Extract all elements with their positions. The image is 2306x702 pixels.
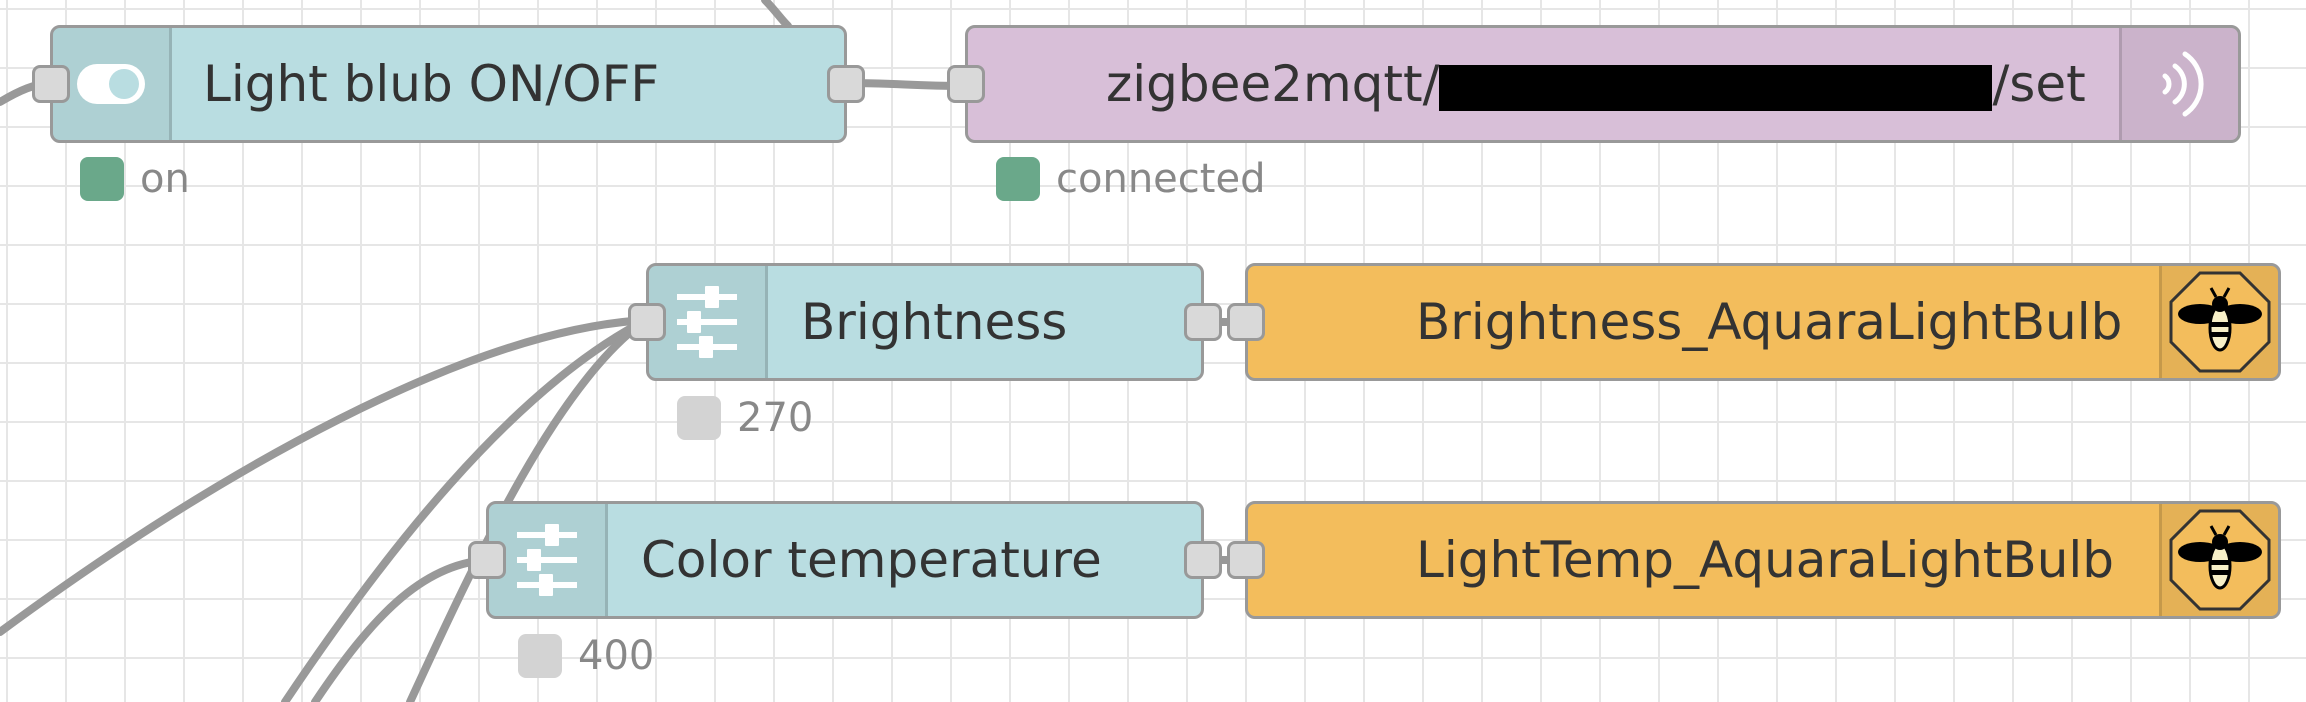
wire-top-curve — [761, 0, 792, 30]
home-assistant-bee-icon — [2169, 509, 2271, 611]
switch-node-input-port[interactable] — [32, 65, 70, 103]
mqtt-topic-suffix: /set — [1992, 55, 2086, 113]
color-temp-node-icon-area — [489, 504, 608, 616]
color-temp-node-output-port[interactable] — [1184, 541, 1222, 579]
color-temp-node-status-text: 400 — [578, 633, 655, 679]
mqtt-out-node-icon-area — [2119, 28, 2238, 140]
switch-node-status: on — [80, 156, 190, 202]
mqtt-out-node-label: zigbee2mqtt/ /set — [1106, 55, 2086, 113]
sliders-icon — [677, 286, 737, 358]
lighttemp-ha-node-icon-area — [2159, 504, 2278, 616]
brightness-node-icon-area — [649, 266, 768, 378]
status-dot — [518, 634, 562, 678]
color-temp-node-status: 400 — [518, 633, 654, 679]
lighttemp-ha-node-label: LightTemp_AquaraLightBulb — [1416, 531, 2115, 589]
wire-left-to-brightness-c — [406, 316, 650, 702]
switch-node-status-text: on — [140, 156, 190, 202]
mqtt-out-node-input-port[interactable] — [947, 65, 985, 103]
brightness-ha-node-input-port[interactable] — [1227, 303, 1265, 341]
status-dot — [996, 157, 1040, 201]
lighttemp-ha-entity-node[interactable]: LightTemp_AquaraLightBulb — [1227, 501, 2281, 619]
redacted-topic-block — [1439, 64, 1993, 111]
switch-node-icon-area — [53, 28, 172, 140]
broadcast-icon — [2162, 51, 2204, 117]
color-temp-node-input-port[interactable] — [468, 541, 506, 579]
brightness-node-input-port[interactable] — [628, 303, 666, 341]
status-dot — [677, 396, 721, 440]
wire-left-to-brightness-b — [281, 316, 650, 702]
brightness-node-status: 270 — [677, 395, 813, 441]
toggle-switch-icon — [77, 64, 145, 104]
brightness-node-output-port[interactable] — [1184, 303, 1222, 341]
home-assistant-bee-icon — [2169, 271, 2271, 373]
brightness-ha-node-icon-area — [2159, 266, 2278, 378]
switch-node[interactable]: Light blub ON/OFF — [32, 25, 865, 143]
brightness-node-label: Brightness — [801, 293, 1068, 351]
brightness-slider-node[interactable]: Brightness — [628, 263, 1222, 381]
lighttemp-ha-node-input-port[interactable] — [1227, 541, 1265, 579]
switch-node-output-port[interactable] — [827, 65, 865, 103]
mqtt-out-node-status: connected — [996, 156, 1265, 202]
wire-left-to-brightness-a — [0, 316, 650, 636]
brightness-node-status-text: 270 — [737, 395, 814, 441]
mqtt-topic-prefix: zigbee2mqtt/ — [1106, 55, 1440, 113]
switch-node-label: Light blub ON/OFF — [203, 55, 660, 113]
mqtt-out-node[interactable]: zigbee2mqtt/ /set — [947, 25, 2241, 143]
brightness-ha-node-label: Brightness_AquaraLightBulb — [1416, 293, 2123, 351]
color-temperature-slider-node[interactable]: Color temperature — [468, 501, 1222, 619]
mqtt-out-node-status-text: connected — [1056, 156, 1266, 202]
color-temp-node-label: Color temperature — [641, 531, 1102, 589]
status-dot — [80, 157, 124, 201]
wire-left-to-colortemp — [311, 556, 490, 702]
sliders-icon — [517, 524, 577, 596]
brightness-ha-entity-node[interactable]: Brightness_AquaraLightBulb — [1227, 263, 2281, 381]
